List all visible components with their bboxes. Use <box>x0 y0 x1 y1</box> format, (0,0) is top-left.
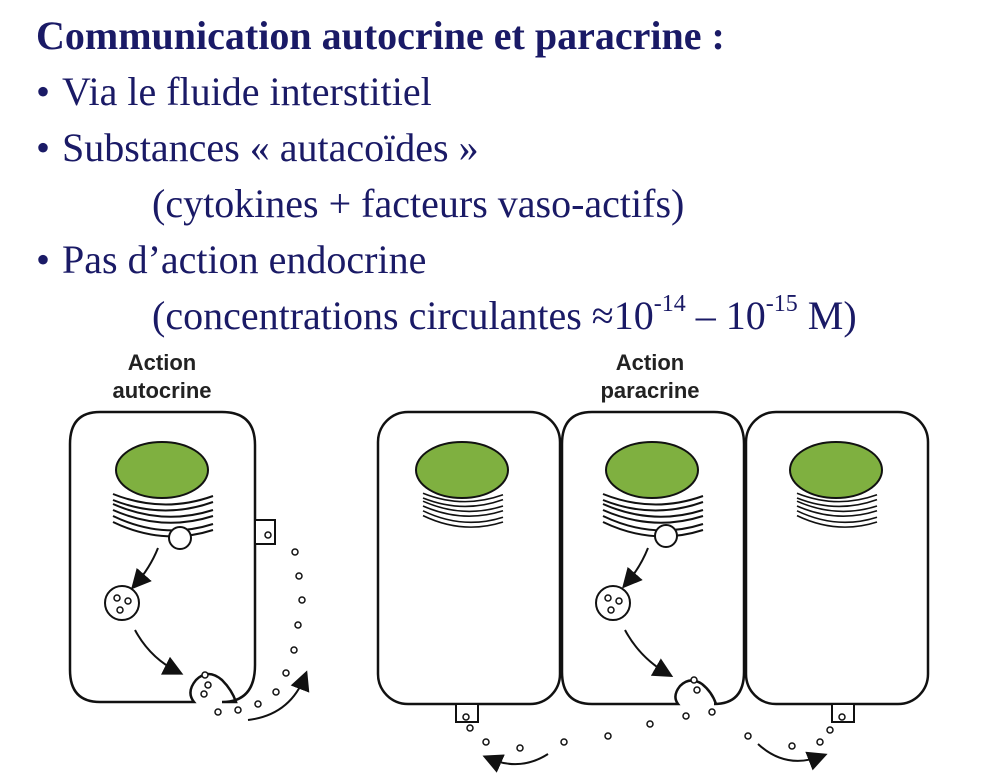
paracrine-label-line2: paracrine <box>600 378 699 403</box>
bullet-2: •Substances « autacoïdes » <box>36 120 986 176</box>
arrow-icon <box>622 547 649 589</box>
bullet-2-subline: (cytokines + facteurs vaso-actifs) <box>152 181 685 226</box>
paracrine-cell-center <box>560 410 746 706</box>
concentration-mid: – 10 <box>685 293 766 338</box>
bullet-3-text: Pas d’action endocrine <box>62 237 427 282</box>
curved-arrow-icon <box>482 753 549 773</box>
bullet-dot: • <box>36 125 51 170</box>
nucleus-icon <box>415 441 509 499</box>
curved-arrow-icon <box>757 743 828 771</box>
arrow-icon <box>131 547 159 590</box>
budding-vesicle <box>168 526 192 550</box>
exponent-2: -15 <box>765 290 798 317</box>
autocrine-label-line2: autocrine <box>112 378 211 403</box>
arrow-icon <box>134 629 184 675</box>
autocrine-label-line1: Action <box>128 350 196 375</box>
curved-arrow-icon <box>247 670 310 721</box>
arrow-icon <box>624 629 674 677</box>
paracrine-cell-left <box>376 410 562 723</box>
cell-membrane <box>68 410 257 704</box>
exponent-1: -14 <box>653 290 686 317</box>
nucleus-icon <box>115 441 209 499</box>
paracrine-signal-molecules <box>466 708 834 752</box>
signal-molecules <box>214 548 306 716</box>
paracrine-label-line1: Action <box>616 350 684 375</box>
bullet-2-text: Substances « autacoïdes » <box>62 125 479 170</box>
budding-vesicle <box>654 524 678 548</box>
bullet-1-text: Via le fluide interstitiel <box>62 69 432 114</box>
paracrine-cell-right <box>744 410 930 723</box>
receptor-icon <box>455 703 479 723</box>
concentration-suffix: M) <box>797 293 857 338</box>
nucleus-icon <box>789 441 883 499</box>
bullet-dot: • <box>36 237 51 282</box>
text-block: Communication autocrine et paracrine : •… <box>36 8 986 344</box>
secretory-vesicle <box>104 585 140 621</box>
receptor-icon <box>254 519 276 545</box>
slide-title: Communication autocrine et paracrine : <box>36 13 725 58</box>
bullet-3-subline: (concentrations circulantes ≈10-14 – 10-… <box>36 288 986 344</box>
receptor-icon <box>831 703 855 723</box>
bullet-dot: • <box>36 69 51 114</box>
signaling-diagram: Action autocrine Action paracrine <box>68 350 930 773</box>
bullet-1: •Via le fluide interstitiel <box>36 64 986 120</box>
bullet-3: •Pas d’action endocrine <box>36 232 986 288</box>
autocrine-cell <box>68 410 310 721</box>
secretory-vesicle <box>595 585 631 621</box>
nucleus-icon <box>605 441 699 499</box>
concentration-prefix: (concentrations circulantes ≈10 <box>152 293 654 338</box>
